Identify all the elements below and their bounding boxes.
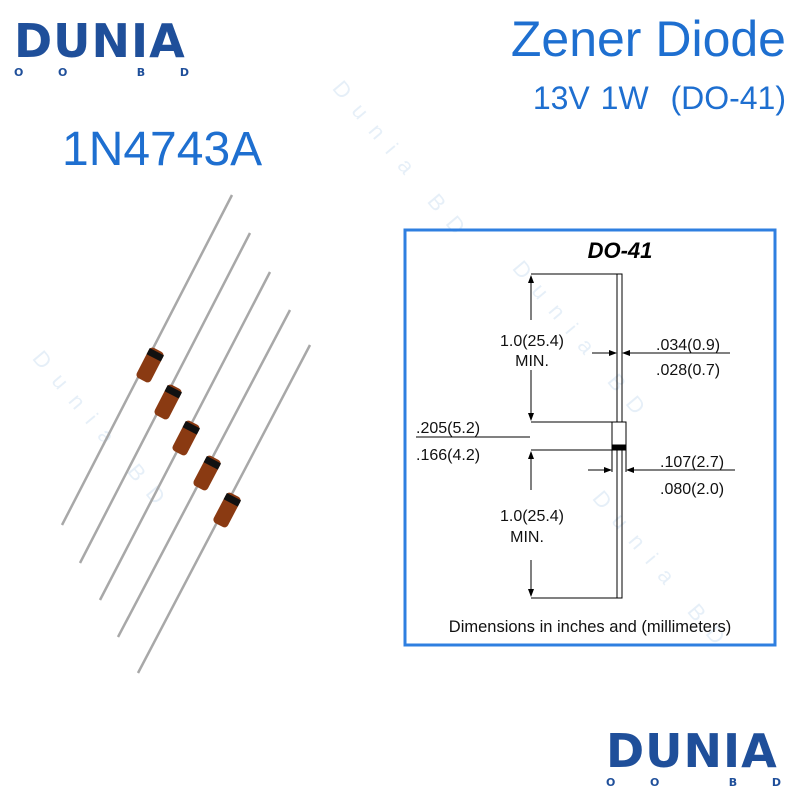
- diagram-border: [403, 228, 777, 647]
- cathode-band: [182, 421, 201, 435]
- cathode-band: [203, 456, 222, 470]
- svg-text:1.0(25.4): 1.0(25.4): [500, 508, 564, 525]
- svg-text:.166(4.2): .166(4.2): [416, 447, 480, 464]
- cathode-band: [611, 444, 627, 451]
- svg-text:MIN.: MIN.: [515, 353, 549, 370]
- product-title: Zener Diode: [510, 11, 786, 67]
- do41-dimension-diagram: DO-41 1.0(25.4) MIN. .034(0.9) .028(0.7)…: [403, 228, 777, 647]
- diode: [78, 232, 252, 564]
- svg-text:.107(2.7): .107(2.7): [660, 454, 724, 471]
- svg-text:MIN.: MIN.: [510, 529, 544, 546]
- diagram-footer: Dimensions in inches and (millimeters): [449, 618, 731, 636]
- cathode-band: [146, 348, 164, 362]
- diagram-title: DO-41: [588, 238, 653, 263]
- diode: [60, 194, 234, 526]
- svg-text:1.0(25.4): 1.0(25.4): [500, 333, 564, 350]
- cathode-band: [223, 493, 242, 507]
- svg-text:.034(0.9): .034(0.9): [656, 337, 720, 354]
- svg-text:.080(2.0): .080(2.0): [660, 481, 724, 498]
- part-number: 1N4743A: [62, 123, 263, 176]
- diode: [116, 309, 292, 638]
- svg-text:.205(5.2): .205(5.2): [416, 420, 480, 437]
- diode: [98, 271, 272, 601]
- diodes-photo: [60, 194, 312, 674]
- product-spec: 13V 1W (DO-41): [532, 80, 786, 116]
- svg-text:.028(0.7): .028(0.7): [656, 362, 720, 379]
- diode: [136, 344, 312, 674]
- cathode-band: [164, 385, 182, 399]
